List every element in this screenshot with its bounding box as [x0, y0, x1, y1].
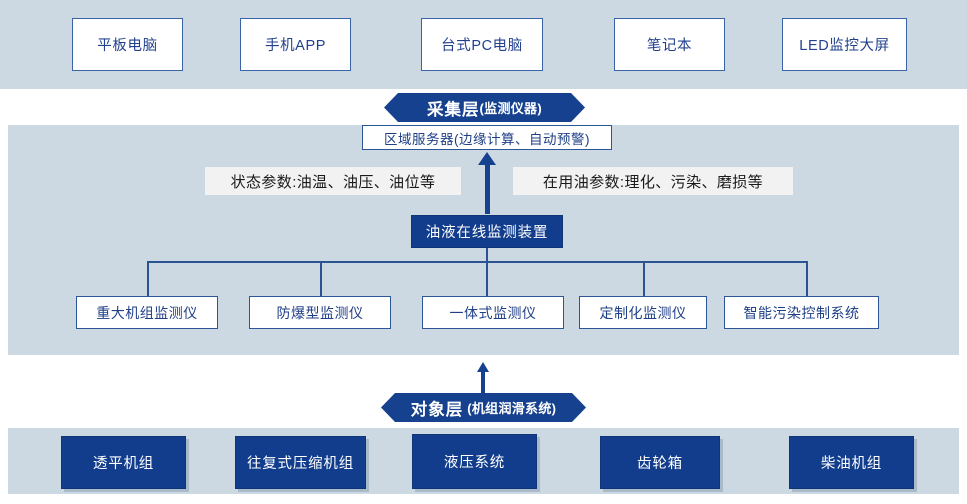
- device-label: 笔记本: [646, 38, 693, 54]
- oil-parameters-chip: 在用油参数:理化、污染、磨损等: [513, 167, 793, 195]
- device-box-desktop-pc[interactable]: 台式PC电脑: [421, 18, 543, 71]
- oil-monitoring-hub-label: 油液在线监测装置: [425, 225, 549, 241]
- device-box-led-wall[interactable]: LED监控大屏: [782, 18, 907, 71]
- equipment-label: 齿轮箱: [637, 456, 683, 472]
- monitor-box-smart-contamination-control[interactable]: 智能污染控制系统: [724, 296, 879, 329]
- connector-branch-1: [147, 261, 149, 297]
- monitor-label: 防爆型监测仪: [276, 304, 364, 321]
- device-label: 手机APP: [264, 38, 326, 54]
- edge-server-box[interactable]: 区域服务器(边缘计算、自动预警): [362, 125, 612, 150]
- device-label: 平板电脑: [97, 38, 158, 54]
- monitor-box-customized[interactable]: 定制化监测仪: [579, 296, 707, 329]
- collection-banner-title: 采集层: [427, 100, 480, 119]
- monitor-box-integrated[interactable]: 一体式监测仪: [422, 296, 564, 329]
- edge-server-label: 区域服务器(边缘计算、自动预警): [384, 131, 590, 147]
- equipment-box-gearbox[interactable]: 齿轮箱: [600, 436, 720, 489]
- equipment-box-diesel-unit[interactable]: 柴油机组: [789, 436, 914, 489]
- uplink-arrow-to-collection-layer: [475, 362, 491, 396]
- uplink-arrow-to-edge-server: [477, 152, 497, 214]
- device-box-tablet[interactable]: 平板电脑: [72, 18, 183, 71]
- arrow-head-icon: [478, 152, 496, 165]
- monitor-box-major-unit[interactable]: 重大机组监测仪: [76, 296, 218, 329]
- equipment-label: 液压系统: [443, 455, 506, 471]
- equipment-box-hydraulic-system[interactable]: 液压系统: [412, 434, 537, 489]
- device-label: 台式PC电脑: [441, 38, 523, 54]
- arrow-shaft: [481, 370, 485, 396]
- collection-layer-banner: 采集层(监测仪器): [384, 93, 585, 122]
- oil-monitoring-hub-box[interactable]: 油液在线监测装置: [411, 215, 563, 248]
- equipment-label: 往复式压缩机组: [246, 456, 355, 472]
- equipment-label: 柴油机组: [820, 456, 883, 472]
- arrow-shaft: [484, 164, 490, 214]
- monitor-label: 定制化监测仪: [599, 304, 687, 321]
- connector-branch-5: [806, 261, 808, 297]
- object-banner-subtitle: (机组润滑系统): [467, 401, 557, 416]
- arrow-head-icon: [476, 362, 489, 372]
- status-parameters-label: 状态参数:油温、油压、油位等: [230, 173, 436, 191]
- device-label: LED监控大屏: [799, 38, 890, 54]
- device-box-mobile-app[interactable]: 手机APP: [240, 18, 351, 71]
- monitor-label: 智能污染控制系统: [743, 304, 860, 321]
- monitor-label: 一体式监测仪: [449, 304, 537, 321]
- status-parameters-chip: 状态参数:油温、油压、油位等: [205, 167, 461, 195]
- equipment-label: 透平机组: [92, 456, 155, 472]
- connector-branch-3: [486, 261, 488, 297]
- equipment-box-reciprocating-compressor[interactable]: 往复式压缩机组: [235, 436, 366, 489]
- monitor-box-explosion-proof[interactable]: 防爆型监测仪: [249, 296, 391, 329]
- connector-branch-2: [320, 261, 322, 297]
- equipment-box-turbine-unit[interactable]: 透平机组: [61, 436, 186, 489]
- collection-banner-subtitle: (监测仪器): [479, 101, 542, 116]
- oil-parameters-label: 在用油参数:理化、污染、磨损等: [542, 173, 764, 191]
- connector-branch-4: [643, 261, 645, 297]
- connector-horizontal-bus: [147, 261, 807, 263]
- device-box-laptop[interactable]: 笔记本: [614, 18, 725, 71]
- object-layer-banner: 对象层(机组润滑系统): [381, 393, 586, 422]
- connector-hub-stem: [486, 248, 488, 262]
- monitor-label: 重大机组监测仪: [96, 304, 198, 321]
- object-banner-title: 对象层: [410, 400, 464, 419]
